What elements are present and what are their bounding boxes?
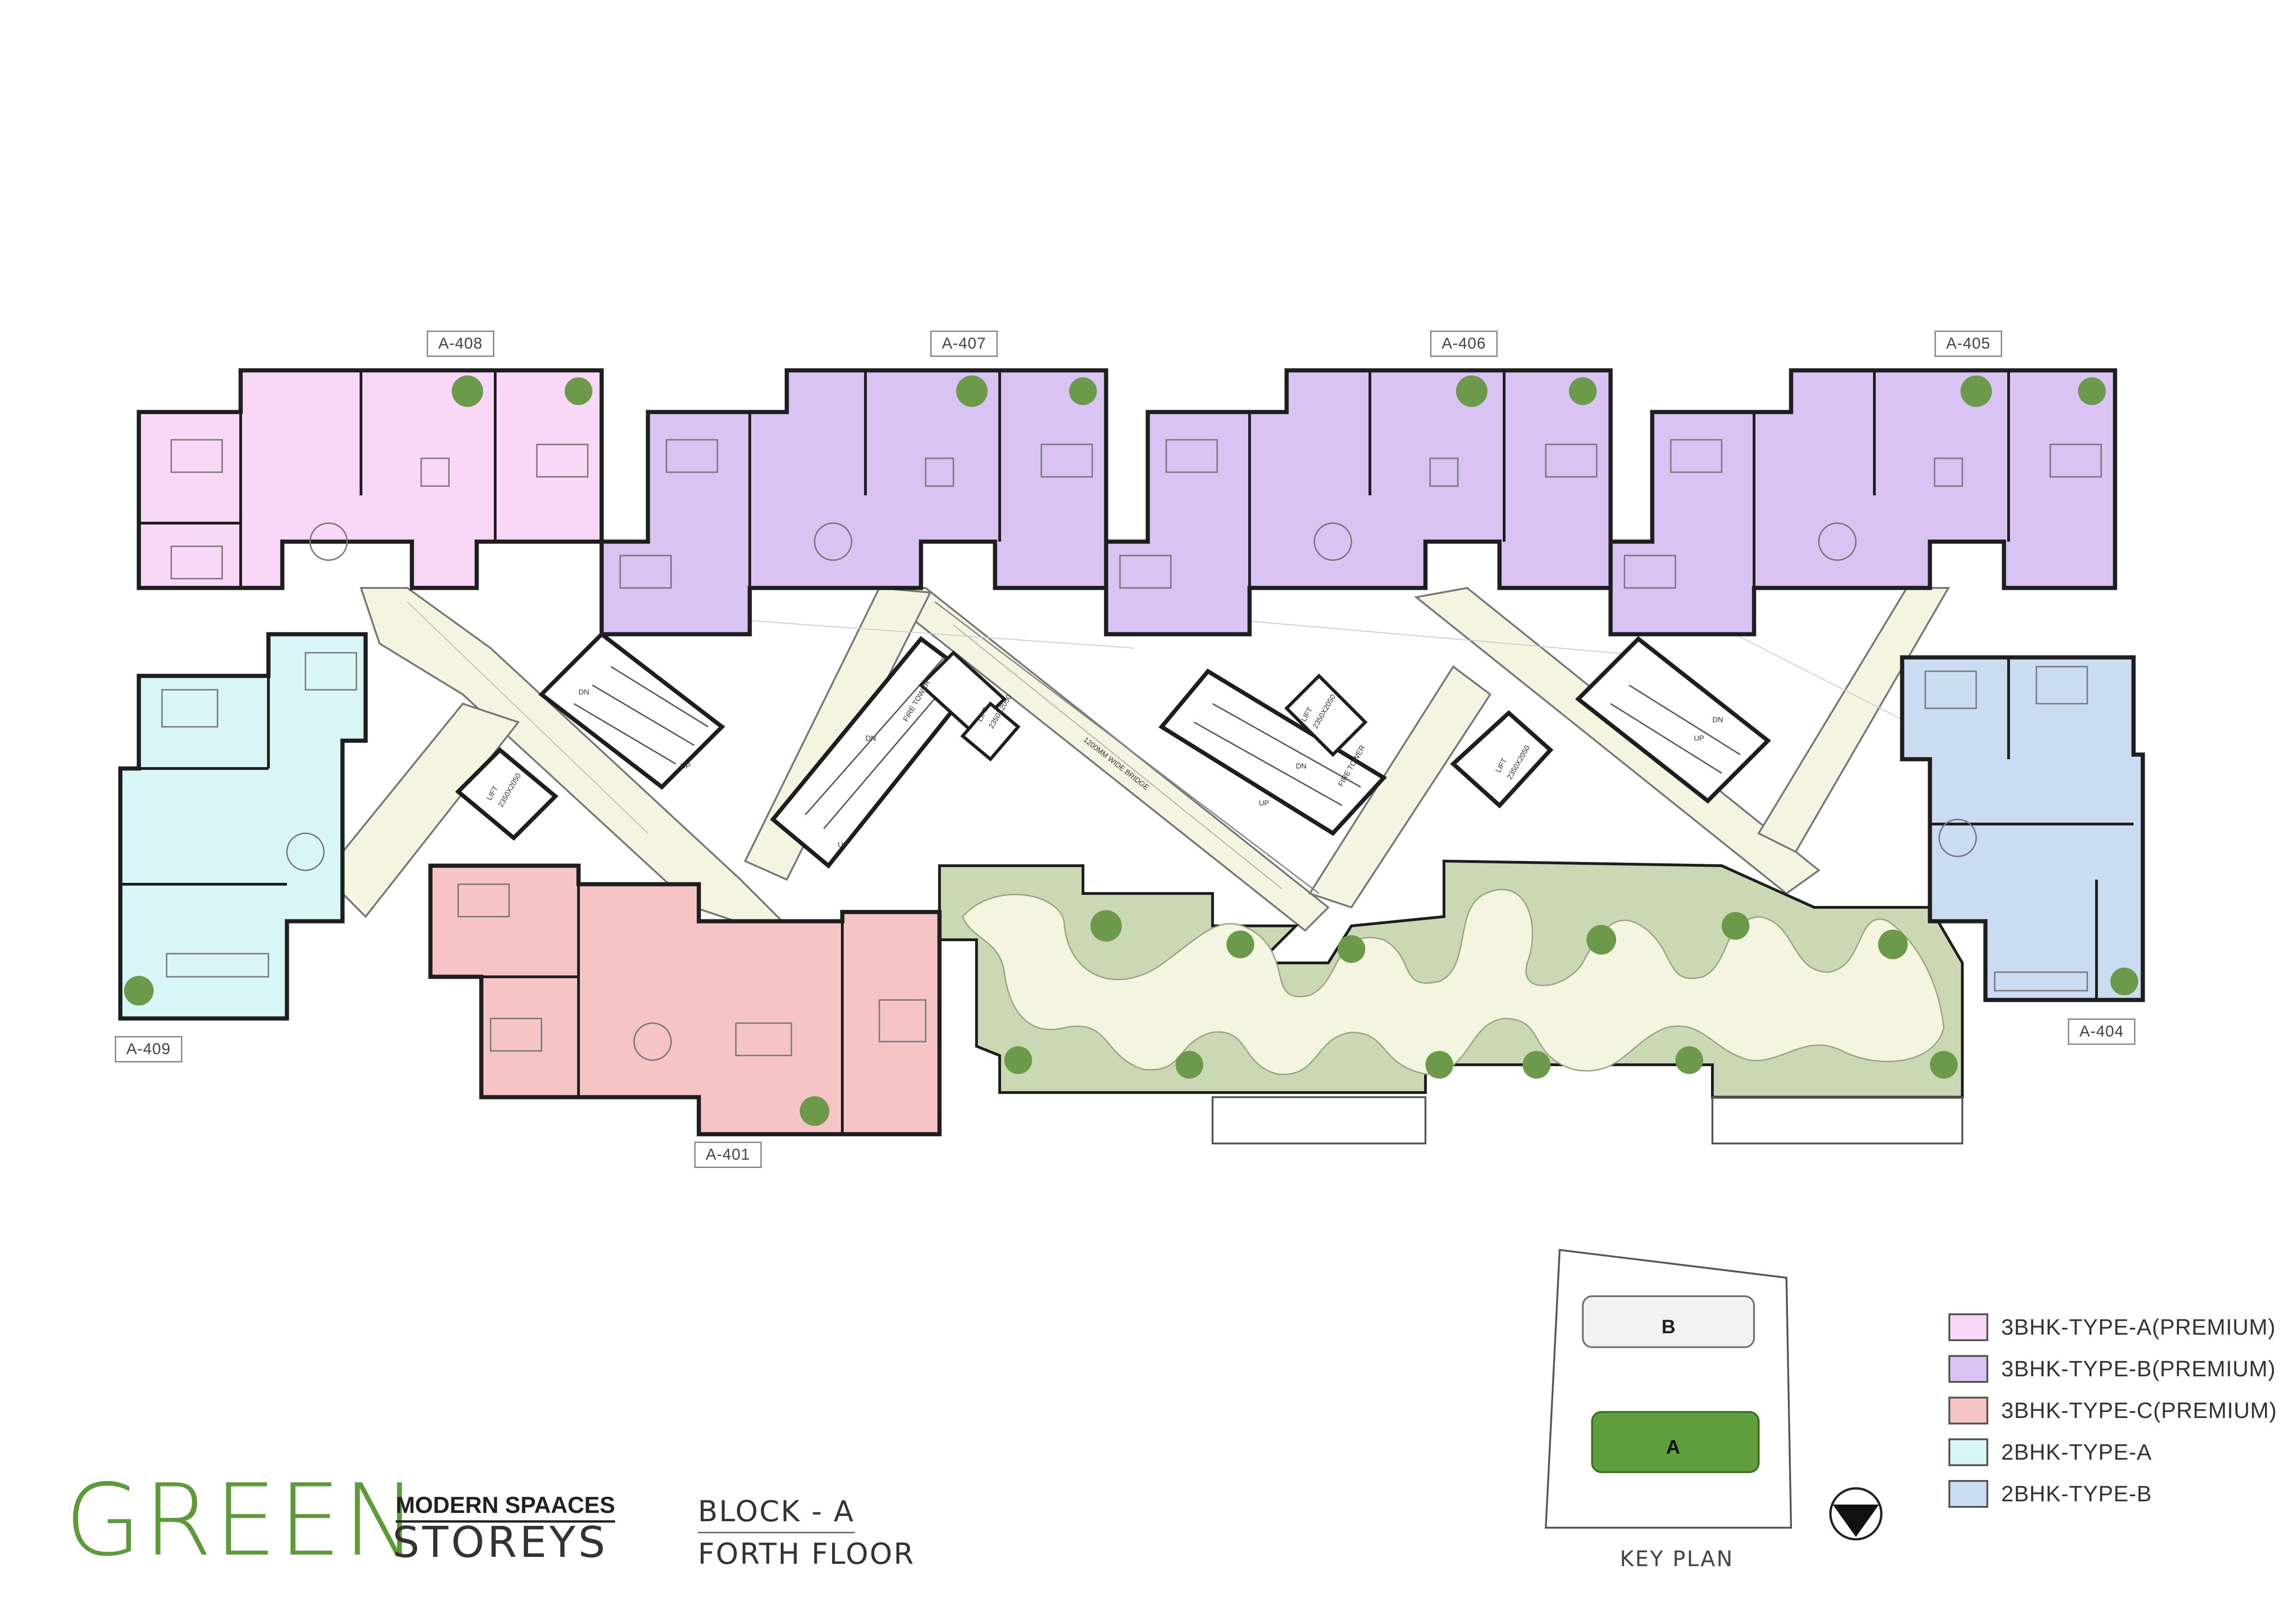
legend-label-3bhk-b: 3BHK-TYPE-B(PREMIUM) — [2001, 1356, 2276, 1381]
key-plan-block-b: B — [1661, 1316, 1675, 1337]
key-plan-block-a: A — [1666, 1436, 1680, 1458]
unit-a-401[interactable] — [428, 863, 942, 1137]
planters — [124, 375, 2138, 1126]
corridor-system — [323, 587, 1950, 932]
legend-swatch-3bhk-b — [1948, 1355, 1988, 1383]
brand-logo-green: GREEN — [65, 1463, 419, 1578]
key-plan: B A — [1544, 1249, 1792, 1529]
up-label-1: UP — [680, 762, 691, 770]
unit-a-409[interactable] — [118, 632, 368, 1021]
legend-row-3bhk-c: 3BHK-TYPE-C(PREMIUM) — [1948, 1390, 2277, 1431]
legend-swatch-2bhk-a — [1948, 1438, 1988, 1466]
legend-swatch-2bhk-b — [1948, 1480, 1988, 1508]
key-plan-title: KEY PLAN — [1620, 1546, 1734, 1571]
legend-swatch-3bhk-a — [1948, 1313, 1988, 1341]
unit-a-408[interactable] — [137, 368, 604, 590]
legend-label-3bhk-a: 3BHK-TYPE-A(PREMIUM) — [2001, 1315, 2276, 1340]
unit-tag-a-408: A-408 — [427, 331, 494, 357]
unit-a-406[interactable] — [1104, 368, 1613, 637]
unit-tag-a-401: A-401 — [694, 1142, 762, 1168]
block-title: BLOCK - A — [698, 1494, 855, 1533]
unit-a-407[interactable] — [599, 368, 1108, 637]
unit-tag-a-407: A-407 — [930, 331, 998, 357]
up-label-4: UP — [1694, 735, 1704, 743]
unit-tag-a-406: A-406 — [1430, 331, 1498, 357]
fire-tower-2 — [1284, 674, 1368, 757]
brand-suffix: STOREYS — [392, 1518, 608, 1567]
unit-a-405[interactable] — [1608, 368, 2117, 637]
up-label-2: UP — [838, 841, 848, 849]
legend-row-2bhk-b: 2BHK-TYPE-B — [1948, 1473, 2277, 1515]
legend-row-2bhk-a: 2BHK-TYPE-A — [1948, 1431, 2277, 1473]
unit-tag-a-404: A-404 — [2068, 1018, 2135, 1045]
stair-core-4 — [1575, 636, 1771, 804]
up-label-3: UP — [1259, 800, 1269, 807]
legend-label-2bhk-a: 2BHK-TYPE-A — [2001, 1440, 2152, 1465]
garden-terrace — [938, 859, 1964, 1144]
stair-core-1 — [538, 631, 725, 790]
fire-tower-1 — [918, 650, 1020, 762]
legend-swatch-3bhk-c — [1948, 1397, 1988, 1424]
lift-core-2 — [1450, 710, 1554, 809]
lift-core-1 — [455, 747, 559, 841]
legend-label-2bhk-b: 2BHK-TYPE-B — [2001, 1481, 2152, 1506]
dn-label-3: DN — [1296, 762, 1307, 770]
unit-type-legend: 3BHK-TYPE-A(PREMIUM) 3BHK-TYPE-B(PREMIUM… — [1948, 1306, 2277, 1515]
brand-tagline: MODERN SPAACES — [396, 1492, 616, 1523]
floor-title: FORTH FLOOR — [698, 1537, 915, 1571]
unit-a-404[interactable] — [1900, 655, 2145, 1002]
unit-tag-a-405: A-405 — [1935, 331, 2002, 357]
dn-label-2: DN — [865, 735, 876, 743]
dn-label-1: DN — [579, 688, 589, 696]
legend-row-3bhk-b: 3BHK-TYPE-B(PREMIUM) — [1948, 1348, 2277, 1390]
dn-label-4: DN — [1712, 716, 1723, 724]
stair-core-3 — [1158, 668, 1388, 836]
unit-tag-a-409: A-409 — [115, 1036, 182, 1062]
north-arrow-icon — [1829, 1487, 1883, 1541]
legend-label-3bhk-c: 3BHK-TYPE-C(PREMIUM) — [2001, 1398, 2277, 1423]
legend-row-3bhk-a: 3BHK-TYPE-A(PREMIUM) — [1948, 1306, 2277, 1348]
